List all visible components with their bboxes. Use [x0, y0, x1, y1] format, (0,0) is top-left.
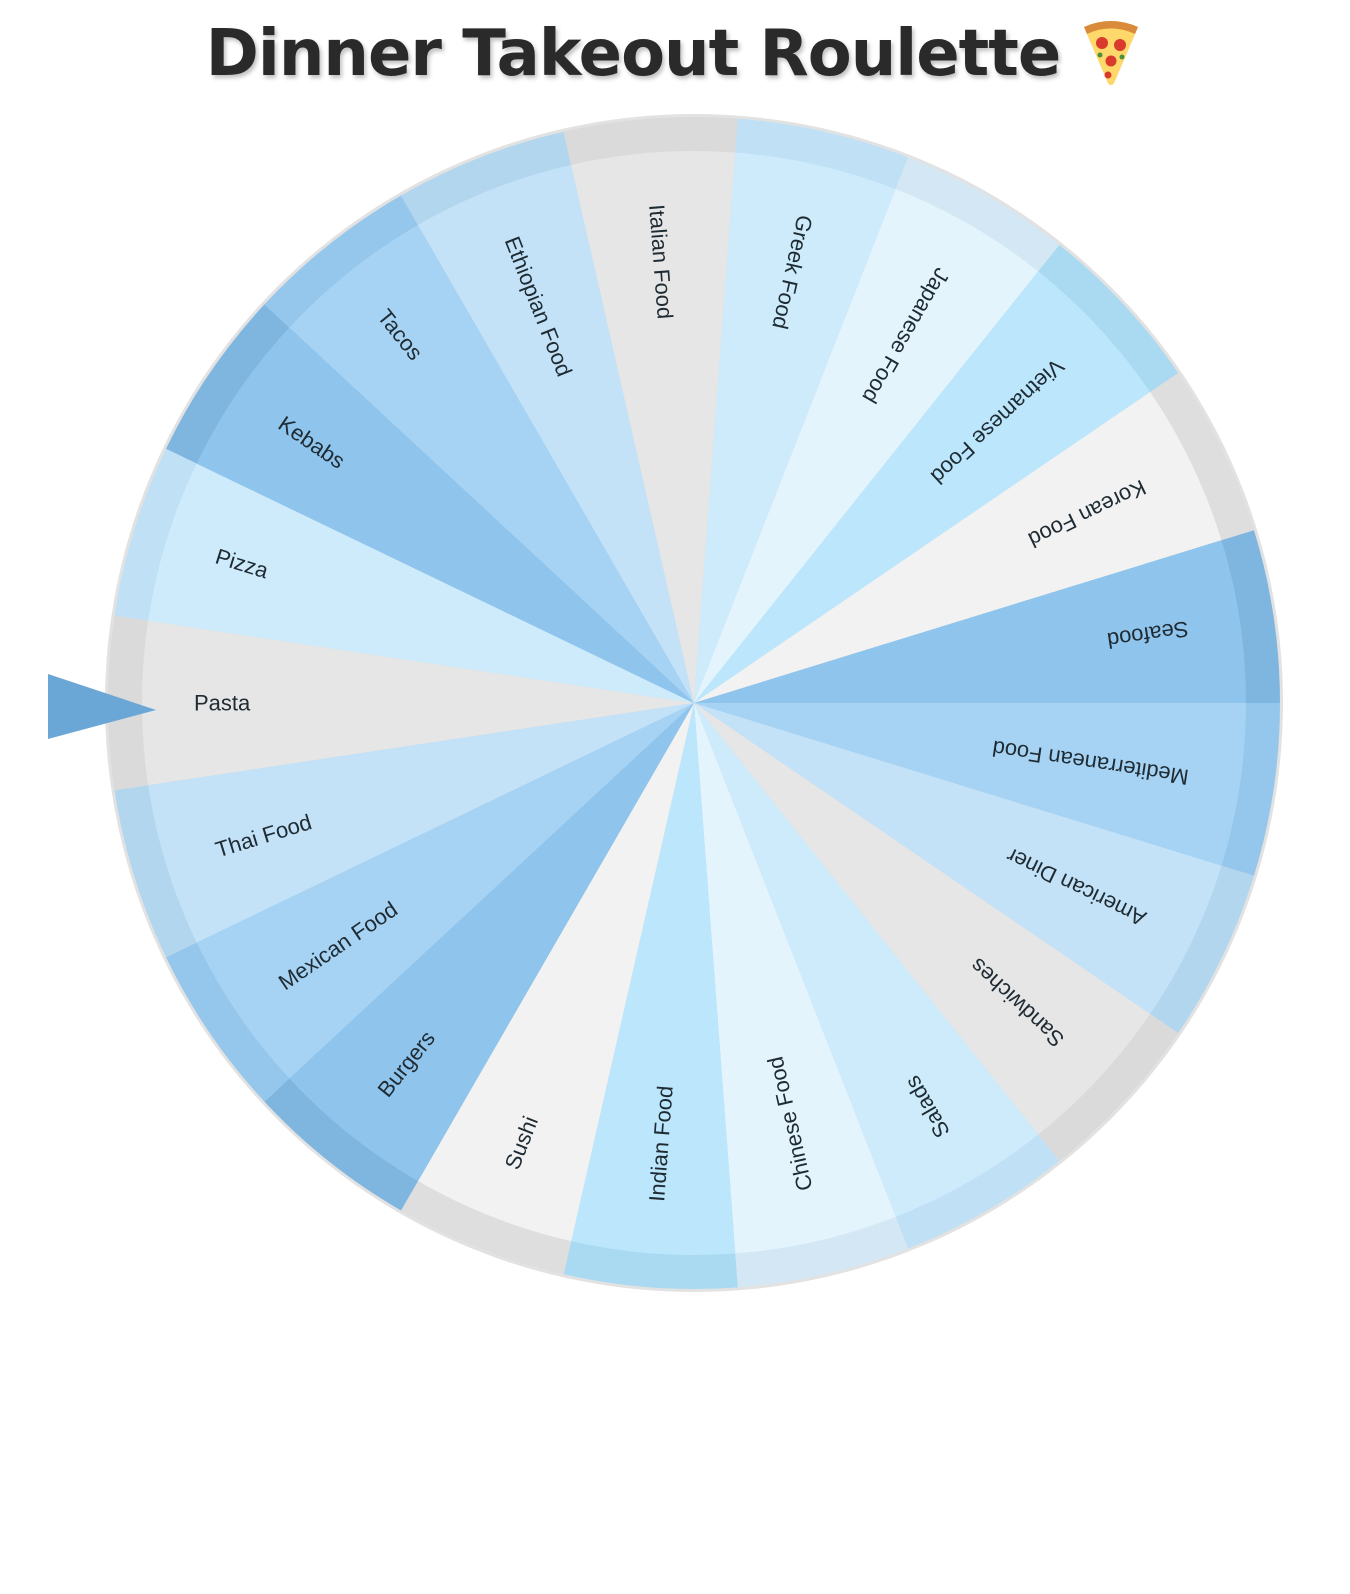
pizza-icon	[1078, 17, 1144, 87]
wheel-segment-label: Pasta	[194, 691, 251, 716]
wheel-segment[interactable]	[418, 164, 694, 704]
wheel-segment[interactable]	[141, 620, 694, 786]
wheel-segments	[107, 116, 1280, 1289]
wheel-segment[interactable]	[196, 327, 694, 703]
wheel-segment[interactable]	[148, 463, 694, 703]
wheel-segment[interactable]	[196, 703, 694, 1079]
wheel-segment[interactable]	[289, 703, 694, 1182]
wheel-segment[interactable]	[571, 151, 736, 703]
wheel-segment[interactable]	[694, 392, 1222, 703]
wheel-segment[interactable]	[694, 189, 1039, 703]
wheel-segment[interactable]	[694, 703, 1222, 1014]
wheel-segment[interactable]	[571, 703, 736, 1255]
wheel-segment[interactable]	[418, 703, 694, 1242]
wheel-segment[interactable]	[289, 224, 694, 703]
wheel-segment[interactable]	[694, 703, 1246, 866]
title-text: Dinner Takeout Roulette	[205, 17, 1061, 92]
wheel-segment[interactable]	[694, 152, 896, 703]
wheel-segment[interactable]	[694, 703, 896, 1254]
wheel-segment[interactable]	[148, 703, 694, 943]
triangle-pointer-icon	[48, 674, 156, 739]
page-title: Dinner Takeout Roulette	[0, 14, 1350, 91]
wheel-segment[interactable]	[694, 703, 1039, 1217]
wheel-segment[interactable]	[694, 271, 1151, 703]
wheel-segment[interactable]	[694, 540, 1246, 703]
wheel-segment[interactable]	[694, 703, 1151, 1135]
